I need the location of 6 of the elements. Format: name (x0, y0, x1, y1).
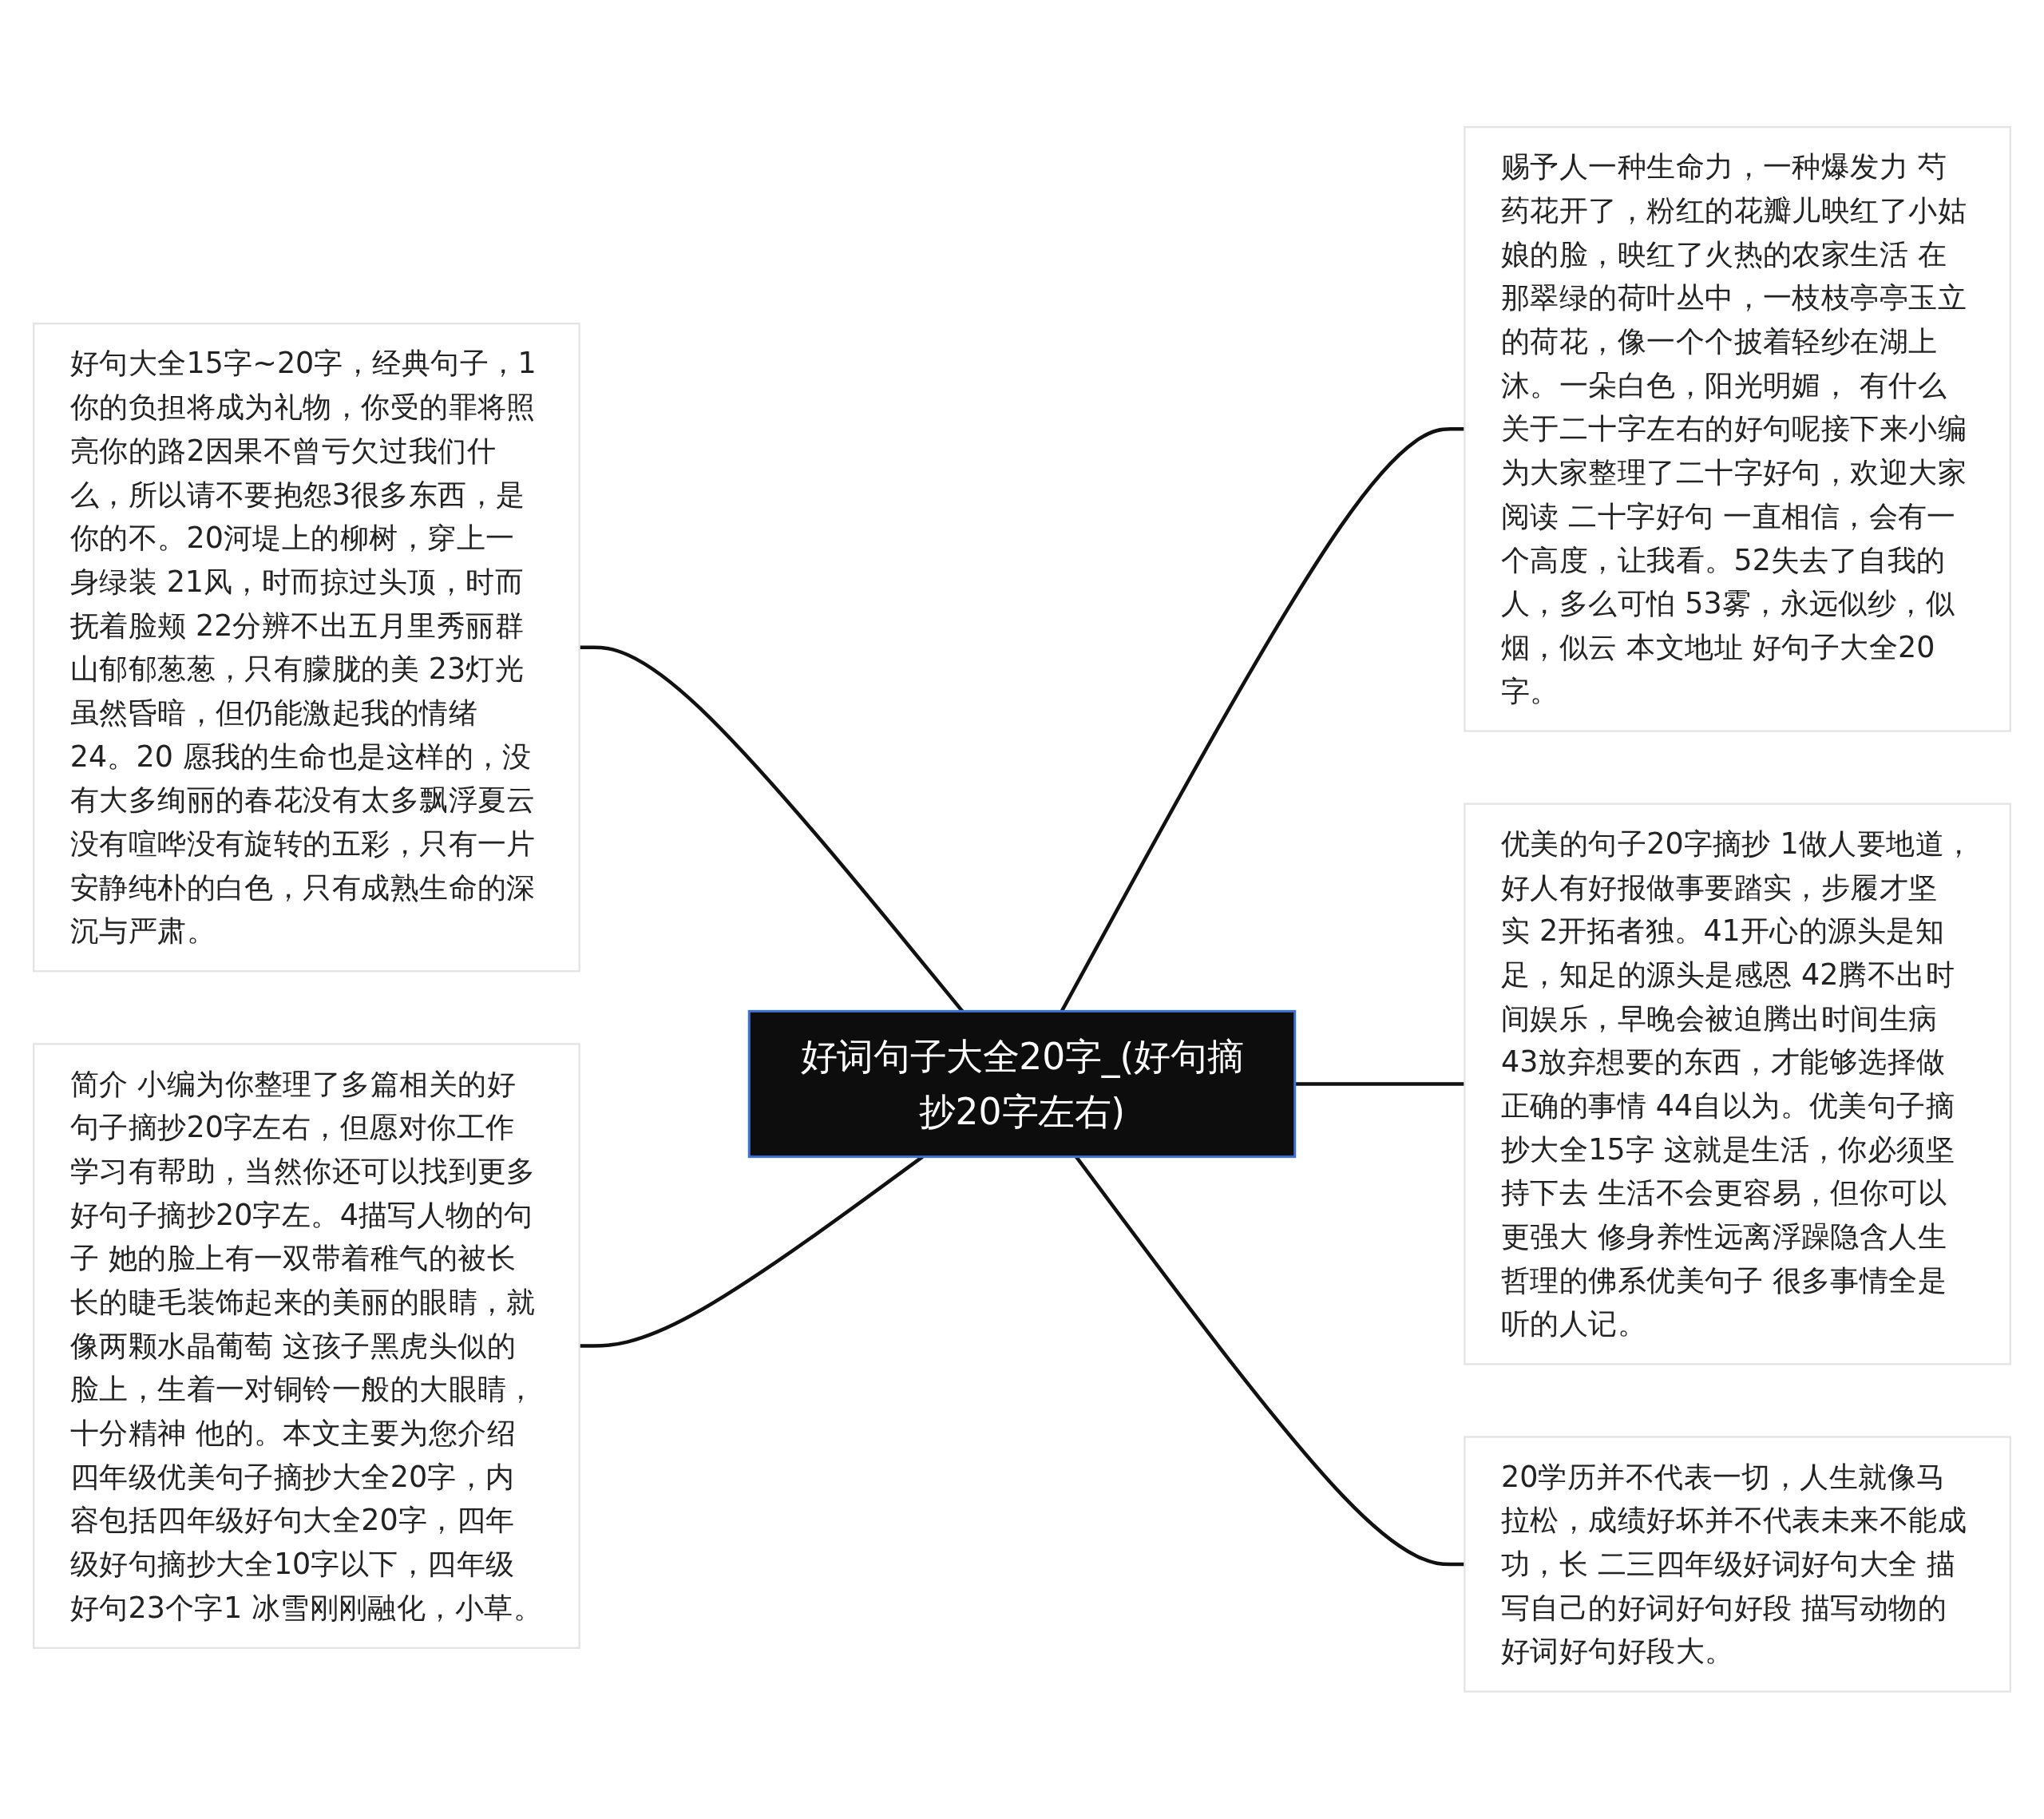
node-box: 赐予人一种生命力，一种爆发力 芍药花开了，粉红的花瓣儿映红了小姑娘的脸，映红了火热的农家生活 在那翠绿的荷叶丛中，一枝枝亭亭玉立的荷花，像一个个披着轻纱在湖上沐。一朵白色，阳光明媚， 有什么关于二十字左右的好句呢接下来小编为大家整理了二十字好句，欢迎大家阅读 二十字好句 一直相信，会有一个高度，让我看。52失去了自我的人，多么可怕 53雾，永远似纱，似烟，似云 本文地址 好句子大全20字。 (1464, 126, 2011, 732)
node-box: 优美的句子20字摘抄 1做人要地道，好人有好报做事要踏实，步履才坚实 2开拓者独。41开心的源头是知足，知足的源头是感恩 42腾不出时间娱乐，早晚会被迫腾出时间生病 43放弃想要的东西，才能够选择做正确的事情 44自以为。优美句子摘抄大全15字 这就是生活，你必须坚持下去 生活不会更容易，但你可以更强大 修身养性远离浮躁隐含人生哲理的佛系优美句子 很多事情全是听的人记。 (1464, 802, 2011, 1365)
node-box: 简介 小编为你整理了多篇相关的好句子摘抄20字左右，但愿对你工作学习有帮助，当然你还可以找到更多好句子摘抄20字左。4描写人物的句子 她的脸上有一双带着稚气的被长长的睫毛装饰起来的美丽的眼睛，就像两颗水晶葡萄 这孩子黑虎头似的脸上，生着一对铜铃一般的大眼睛，十分精神 他的。本文主要为您介绍四年级优美句子摘抄大全20字，内容包括四年级好句大全20字，四年级好句摘抄大全10字以下，四年级好句23个字1 冰雪刚刚融化，小草。 (33, 1043, 580, 1650)
node-box: 好句大全15字~20字，经典句子，1你的负担将成为礼物，你受的罪将照亮你的路2因果不曾亏欠过我们什么，所以请不要抱怨3很多东西，是你的不。20河堤上的柳树，穿上一身绿装 21风，时而掠过头顶，时而抚着脸颊 22分辨不出五月里秀丽群山郁郁葱葱，只有朦胧的美 23灯光虽然昏暗，但仍能激起我的情绪 24。20 愿我的生命也是这样的，没有大多绚丽的春花没有太多飘浮夏云没有喧哗没有旋转的五彩，只有一片安静纯朴的白色，只有成熟生命的深沉与严肃。 (33, 323, 580, 973)
node-box: 好词句子大全20字_(好句摘抄20字左右) (747, 1010, 1297, 1159)
node-box: 20学历并不代表一切，人生就像马拉松，成绩好坏并不代表未来不能成功，长 二三四年级好词好句大全 描写自己的好词好句好段 描写动物的好词好句好段大。 (1464, 1436, 2011, 1693)
